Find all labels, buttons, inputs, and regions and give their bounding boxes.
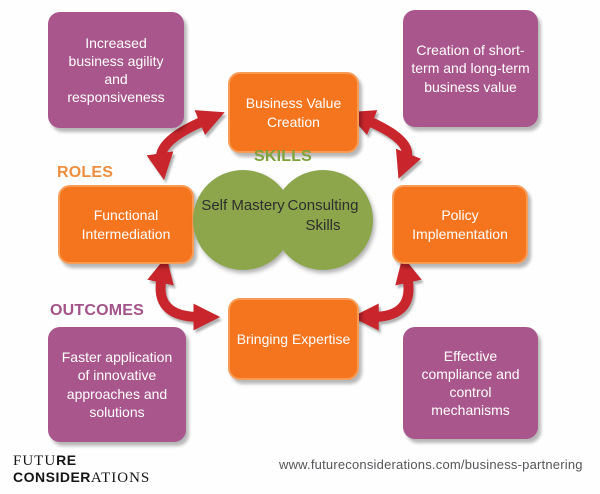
- venn-text-self-mastery: Self Mastery: [201, 197, 285, 214]
- logo-line1-bold: RE: [56, 452, 77, 468]
- arrow-top-right: [347, 110, 422, 179]
- logo-line1-serif: FUTU: [13, 453, 57, 469]
- outcome-text-bottom-right: Effective compliance and control mechani…: [421, 347, 520, 419]
- outcome-text-top-right: Creation of short-term and long-term bus…: [411, 42, 530, 95]
- logo-line-2: CONSIDERATIONS: [13, 469, 151, 487]
- skills-venn: Self Mastery Consulting Skills: [193, 170, 373, 270]
- outcome-box-bottom-left: Faster application of innovative approac…: [48, 327, 186, 442]
- arrow-bottom-left: [147, 256, 221, 331]
- role-box-business-value-creation: Business Value Creation: [228, 72, 359, 153]
- future-considerations-logo: FUTURE CONSIDERATIONS: [13, 452, 150, 487]
- outcome-box-bottom-right: Effective compliance and control mechani…: [403, 327, 538, 439]
- role-box-functional-intermediation: Functional Intermediation: [58, 185, 194, 264]
- role-box-policy-implementation: Policy Implementation: [392, 185, 528, 264]
- outcome-box-top-left: Increased business agility and responsiv…: [48, 12, 184, 128]
- logo-line-1: FUTURE: [13, 452, 150, 469]
- role-text-bringing-expertise: Bringing Expertise: [236, 330, 351, 347]
- role-text-policy-implementation: Policy Implementation: [412, 207, 508, 242]
- skills-label: SKILLS: [253, 148, 313, 165]
- arrow-bottom-right: [351, 256, 422, 331]
- outcome-text-top-left: Increased business agility and responsiv…: [67, 34, 165, 106]
- outcomes-label: OUTCOMES: [50, 302, 145, 319]
- venn-text-consulting-skills: Consulting Skills: [287, 197, 359, 235]
- role-text-functional-intermediation: Functional Intermediation: [81, 207, 171, 242]
- role-text-business-value-creation: Business Value Creation: [245, 95, 342, 130]
- outcome-text-bottom-left: Faster application of innovative approac…: [61, 349, 173, 420]
- logo-line2-bold: CONSIDER: [13, 469, 91, 486]
- roles-label: ROLES: [57, 164, 114, 181]
- outcome-box-top-right: Creation of short-term and long-term bus…: [403, 10, 538, 127]
- role-box-bringing-expertise: Bringing Expertise: [228, 298, 359, 380]
- website-url: www.futureconsiderations.com/business-pa…: [279, 457, 583, 472]
- venn-circle-consulting-skills: [273, 170, 373, 270]
- logo-line2-serif: ATIONS: [90, 470, 151, 487]
